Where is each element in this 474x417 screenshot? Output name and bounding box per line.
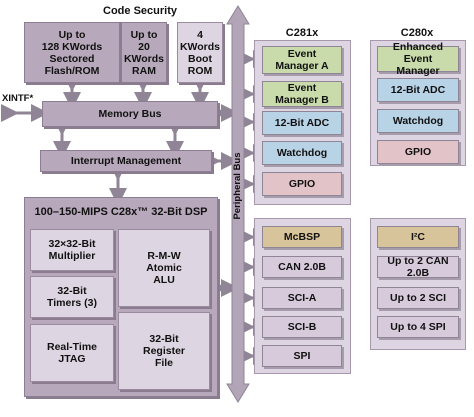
c281x-top-module: Event Manager A: [262, 46, 342, 74]
c280x-bottom-module: Up to 2 SCI: [377, 287, 459, 309]
c280x-top-module: Enhanced Event Manager: [377, 41, 459, 77]
boot-rom-block: 4 KWords Boot ROM: [177, 22, 223, 83]
flash-rom-block: Up to 128 KWords Sectored Flash/ROM: [24, 22, 120, 83]
c281x-top-module: GPIO: [262, 172, 342, 196]
c280x-top-module: Watchdog: [377, 109, 459, 133]
cpu-title: 100–150-MIPS C28x™ 32-Bit DSP: [34, 206, 208, 218]
c281x-top-module: Watchdog: [262, 141, 342, 165]
timers-block: 32-Bit Timers (3): [30, 276, 114, 318]
code-security-title: Code Security: [103, 5, 177, 17]
c281x-bottom-module: SPI: [262, 345, 342, 367]
c280x-bottom-module: Up to 2 CAN 2.0B: [377, 255, 459, 279]
c280x-bottom-module: I²C: [377, 226, 459, 248]
c281x-top-module: Event Manager B: [262, 81, 342, 107]
peripheral-bus-arrow: [226, 5, 250, 403]
peripheral-bus-label: Peripheral Bus: [232, 152, 243, 220]
c281x-title: C281x: [285, 27, 319, 39]
c281x-bottom-module: CAN 2.0B: [262, 256, 342, 278]
c280x-bottom-module: Up to 4 SPI: [377, 316, 459, 338]
c281x-top-module: 12-Bit ADC: [262, 111, 342, 135]
c280x-top-module: 12-Bit ADC: [377, 78, 459, 102]
c280x-title: C280x: [400, 27, 434, 39]
multiplier-block: 32×32-Bit Multiplier: [30, 229, 114, 271]
c281x-bottom-module: SCI-A: [262, 287, 342, 309]
c281x-bottom-module: SCI-B: [262, 316, 342, 338]
alu-block: R-M-W Atomic ALU: [118, 229, 210, 307]
c280x-top-module: GPIO: [377, 140, 459, 164]
register-file-block: 32-Bit Register File: [118, 312, 210, 390]
memory-bus: Memory Bus: [42, 101, 218, 127]
c281x-bottom-module: McBSP: [262, 226, 342, 248]
xintf-label: XINTF*: [2, 93, 34, 104]
interrupt-management: Interrupt Management: [40, 150, 212, 172]
jtag-block: Real-Time JTAG: [30, 324, 114, 382]
ram-block: Up to 20 KWords RAM: [120, 22, 167, 83]
